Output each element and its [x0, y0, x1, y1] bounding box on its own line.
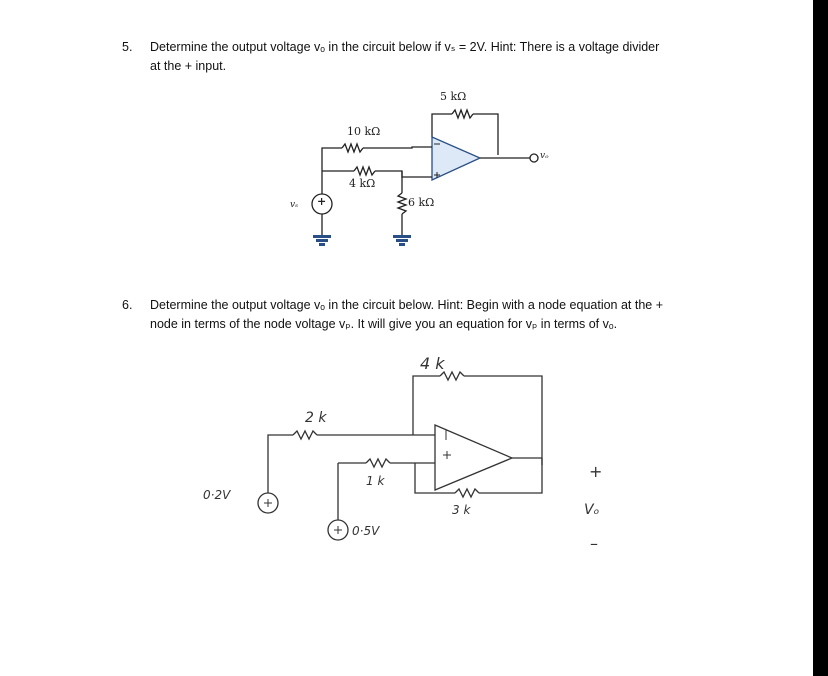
question-number: 6. — [122, 298, 133, 312]
label-10k: 10 kΩ — [347, 125, 381, 138]
label-4k: 4 kΩ — [349, 177, 376, 190]
resistor-10k — [341, 142, 364, 154]
source-plus-sign: + — [317, 195, 327, 208]
label-6k: 6 kΩ — [408, 196, 435, 209]
question-6: 6. Determine the output voltage vₒ in th… — [122, 296, 762, 336]
output-plus-sign: + — [589, 462, 603, 481]
resistor-2k — [292, 429, 318, 441]
question-text: Determine the output voltage vₒ in the c… — [150, 298, 664, 331]
label-vo: Vₒ — [584, 502, 600, 518]
question-5: 5. Determine the output voltage vₒ in th… — [122, 38, 762, 78]
output-minus-sign: – — [590, 534, 598, 553]
resistor-5k — [451, 108, 474, 120]
op-amp — [431, 136, 482, 182]
label-2k: 2 k — [305, 410, 327, 426]
label-vo: vₒ — [540, 151, 549, 161]
label-1k: 1 k — [366, 474, 385, 488]
voltage-source-0.2v — [257, 492, 279, 514]
label-vs: vₛ — [290, 200, 299, 210]
label-0.2v: 0·2V — [203, 488, 231, 502]
ground-symbol — [313, 235, 331, 238]
label-0.5v: 0·5V — [352, 524, 380, 538]
resistor-4k — [439, 370, 465, 382]
window-edge — [813, 0, 828, 676]
label-3k: 3 k — [452, 503, 471, 517]
op-amp — [434, 424, 514, 491]
question-text: Determine the output voltage vₒ in the c… — [150, 40, 660, 73]
resistor-4k — [353, 165, 376, 177]
resistor-1k — [365, 457, 391, 469]
ground-symbol — [393, 235, 411, 238]
resistor-3k — [454, 487, 480, 499]
label-4k: 4 k — [420, 354, 445, 373]
question-number: 5. — [122, 40, 133, 54]
label-5k: 5 kΩ — [440, 90, 467, 103]
voltage-source-0.5v — [327, 519, 349, 541]
resistor-6k — [396, 192, 408, 215]
